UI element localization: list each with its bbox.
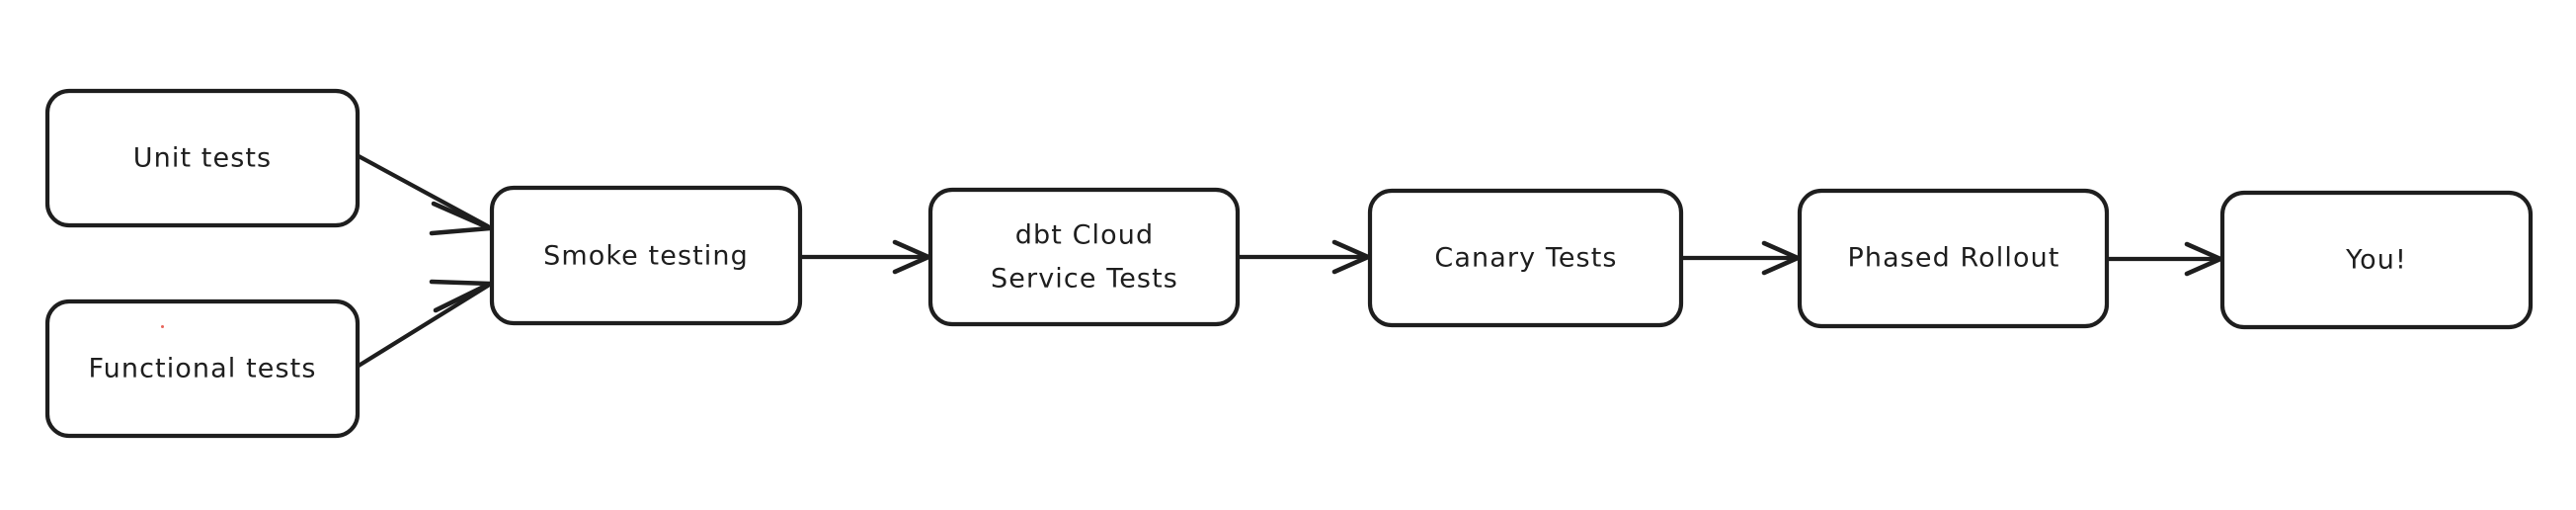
node-functional-tests-label: Functional tests (89, 354, 317, 384)
node-canary-tests-label: Canary Tests (1434, 243, 1617, 274)
node-dbt-cloud-service-tests-label-line1: dbt Cloud (1015, 220, 1154, 251)
edge-phased-to-you (2106, 241, 2223, 277)
node-smoke-testing-box[interactable] (489, 185, 803, 326)
node-dbt-cloud-service-tests[interactable]: dbt Cloud Service Tests (927, 187, 1241, 327)
node-smoke-testing[interactable]: Smoke testing (489, 185, 803, 326)
node-functional-tests[interactable]: Functional tests (44, 298, 361, 439)
edge-unit-to-smoke (356, 153, 493, 236)
node-phased-rollout-label: Phased Rollout (1847, 243, 2059, 274)
node-unit-tests[interactable]: Unit tests (44, 88, 361, 228)
node-unit-tests-label: Unit tests (133, 143, 272, 174)
node-unit-tests-box[interactable] (44, 88, 361, 228)
edge-canary-to-phased (1680, 240, 1801, 276)
edge-smoke-to-dbt (799, 239, 931, 275)
node-layer: Unit tests Functional tests Smoke testin… (44, 88, 2534, 439)
node-you-box[interactable] (2219, 190, 2534, 330)
red-speck-artifact (161, 325, 164, 328)
node-canary-tests-box[interactable] (1367, 188, 1684, 328)
node-dbt-cloud-service-tests-label-line2: Service Tests (991, 264, 1178, 295)
node-smoke-testing-label: Smoke testing (543, 241, 749, 272)
node-canary-tests[interactable]: Canary Tests (1367, 188, 1684, 328)
node-you-label: You! (2345, 245, 2407, 276)
edge-functional-to-smoke (356, 279, 493, 369)
node-phased-rollout-box[interactable] (1797, 188, 2110, 329)
node-you[interactable]: You! (2219, 190, 2534, 330)
node-functional-tests-box[interactable] (44, 298, 361, 439)
node-dbt-cloud-service-tests-box[interactable] (927, 187, 1241, 327)
node-phased-rollout[interactable]: Phased Rollout (1797, 188, 2110, 329)
edge-dbt-to-canary (1237, 239, 1371, 275)
